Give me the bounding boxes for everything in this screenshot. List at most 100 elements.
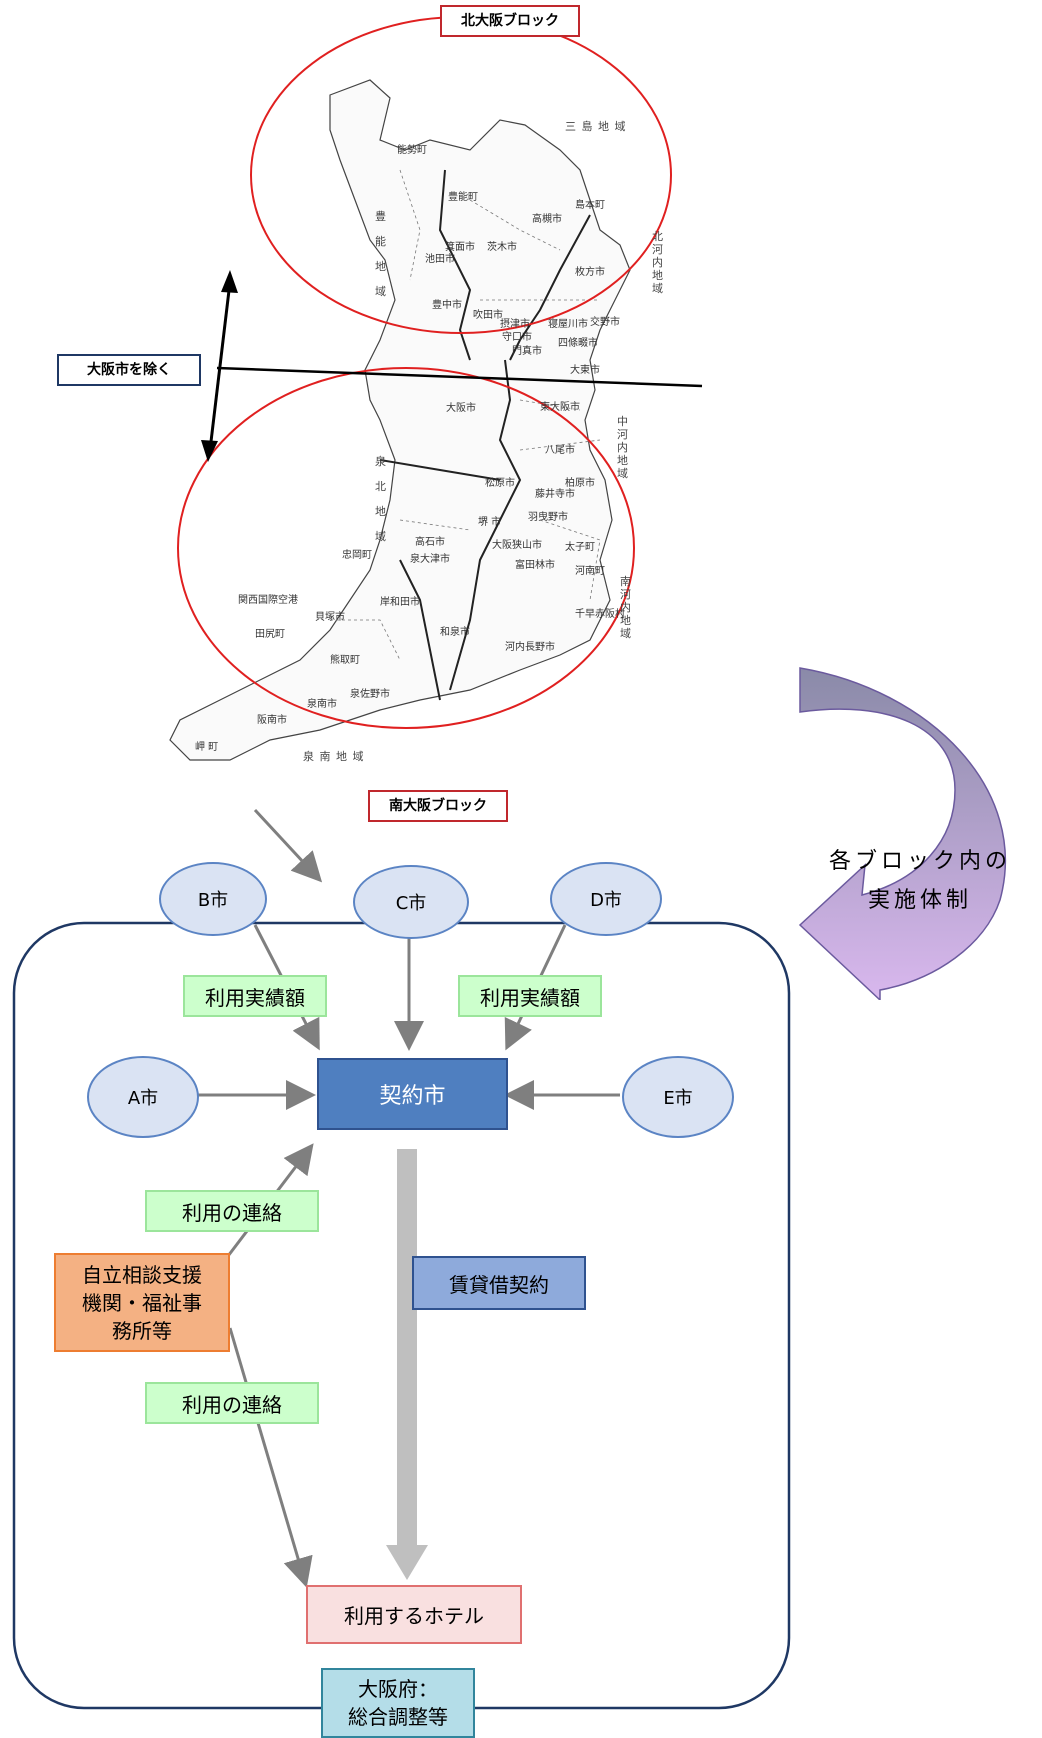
exclude-arrow-line: [208, 281, 232, 451]
lease-arrow-head: [386, 1545, 428, 1580]
place-label: 吹田市: [473, 308, 503, 321]
place-label: 摂津市: [500, 317, 530, 330]
place-label: 能勢町: [397, 143, 427, 156]
place-label: 門真市: [512, 344, 542, 357]
map-region-border-3: [449, 359, 522, 691]
place-label: 大東市: [570, 363, 600, 376]
place-label: 忠岡町: [342, 549, 372, 561]
svg-text:域: 域: [375, 530, 387, 543]
caption-line-1: 各ブロック内の: [828, 849, 1011, 874]
map-municipal-borders: [330, 169, 601, 661]
place-label: 豊中市: [432, 298, 462, 311]
place-label: 岸和田市: [380, 595, 420, 608]
usage-amount-left: 利用実績額: [183, 975, 327, 1017]
exclude-arrow-head-top: [221, 270, 238, 293]
city-c[interactable]: C市: [353, 865, 469, 939]
svg-text:南: 南: [620, 575, 632, 588]
city-b[interactable]: B市: [159, 862, 267, 936]
region-label: 三 島 地 域: [565, 119, 627, 133]
svg-text:地: 地: [652, 269, 664, 282]
exclude-osaka-city-label: 大阪市を除く: [57, 354, 201, 386]
map-region-border-2: [509, 214, 591, 361]
place-label: 高石市: [415, 535, 445, 548]
svg-text:河: 河: [620, 588, 632, 601]
south-block-label: 南大阪ブロック: [368, 790, 508, 822]
place-label: 貝塚市: [315, 610, 345, 623]
prefecture-box: 大阪府： 総合調整等: [321, 1668, 475, 1738]
region-vertical-nakakawachi: 中 河 内 地 域: [617, 415, 629, 480]
place-label: 泉佐野市: [350, 687, 390, 700]
exclude-arrow-head-bottom: [201, 440, 218, 462]
place-label: 堺 市: [478, 515, 501, 528]
place-label: 四條畷市: [558, 336, 598, 349]
map-region-border-1: [438, 169, 472, 361]
svg-text:内: 内: [620, 600, 632, 614]
place-label: 熊取町: [330, 653, 360, 666]
svg-text:地: 地: [617, 454, 629, 467]
south-block-circle: [177, 367, 635, 729]
support-org-box[interactable]: 自立相談支援 機関・福祉事 務所等: [54, 1253, 230, 1352]
place-label: 大阪市: [446, 401, 476, 414]
place-label: 羽曳野市: [528, 510, 568, 523]
map-region-border-5: [399, 559, 441, 701]
lease-arrow-shaft: [397, 1149, 417, 1547]
region-vertical-minamikawachi: 南 河 内 地 域: [620, 575, 632, 640]
place-label: 阪南市: [257, 713, 287, 726]
place-label: 田尻町: [255, 628, 285, 640]
place-label: 千早赤阪村: [575, 607, 625, 620]
place-label: 松原市: [485, 476, 515, 489]
svg-text:域: 域: [620, 627, 632, 640]
svg-text:地: 地: [620, 614, 632, 627]
place-label: 柏原市: [565, 476, 595, 489]
place-label: 泉大津市: [410, 552, 450, 565]
place-label: 河内長野市: [505, 640, 555, 653]
svg-text:域: 域: [652, 282, 664, 295]
city-e[interactable]: E市: [622, 1056, 734, 1138]
north-block-label: 北大阪ブロック: [440, 5, 580, 37]
lease-contract-box: 賃貸借契約: [412, 1256, 586, 1310]
place-label: 茨木市: [487, 240, 517, 253]
place-label: 池田市: [425, 252, 455, 265]
place-label: 岬 町: [195, 741, 218, 753]
place-label: 箕面市: [445, 240, 475, 253]
svg-text:中: 中: [617, 415, 629, 428]
region-vertical-senboku: 泉 北 地 域: [375, 454, 387, 543]
svg-text:河: 河: [652, 243, 664, 256]
osaka-map: 三 島 地 域 豊 能 地 域 北 河 内 地 域 中 河 内 地 域 泉 北 …: [169, 16, 703, 763]
svg-text:北: 北: [375, 480, 387, 493]
caption-line-2: 実施体制: [867, 888, 972, 913]
region-vertical-toyono: 豊 能 地 域: [375, 210, 387, 298]
svg-text:泉: 泉: [375, 454, 387, 468]
contract-city-box[interactable]: 契約市: [317, 1058, 508, 1130]
region-label: 泉 南 地 域: [303, 749, 365, 763]
place-label: 枚方市: [575, 265, 605, 278]
hotel-box[interactable]: 利用するホテル: [306, 1585, 522, 1644]
place-label: 太子町: [565, 540, 595, 553]
place-label: 藤井寺市: [535, 487, 575, 500]
place-label: 交野市: [590, 315, 620, 328]
place-label: 豊能町: [448, 190, 478, 203]
map-outline: [169, 79, 631, 761]
contact-label-upper: 利用の連絡: [145, 1190, 319, 1232]
divider-line: [216, 366, 703, 388]
place-label: 富田林市: [515, 558, 555, 571]
place-label: 河南町: [575, 564, 605, 577]
svg-text:能: 能: [375, 234, 387, 248]
arrow-support-to-hotel: [228, 1327, 313, 1588]
place-label: 東大阪市: [540, 400, 580, 413]
place-label: 泉南市: [307, 697, 337, 710]
svg-text:地: 地: [375, 505, 387, 518]
svg-text:北: 北: [652, 230, 664, 243]
svg-text:域: 域: [375, 285, 387, 298]
usage-amount-right: 利用実績額: [458, 975, 602, 1017]
svg-text:域: 域: [617, 467, 629, 480]
place-label: 関西国際空港: [238, 593, 298, 606]
city-a[interactable]: A市: [87, 1056, 199, 1138]
map-region-border-4: [379, 459, 501, 481]
city-d[interactable]: D市: [550, 862, 662, 936]
place-label: 八尾市: [545, 443, 575, 456]
place-label: 守口市: [502, 330, 532, 343]
place-label: 高槻市: [532, 212, 562, 225]
contact-label-lower: 利用の連絡: [145, 1382, 319, 1424]
svg-text:地: 地: [375, 260, 387, 273]
